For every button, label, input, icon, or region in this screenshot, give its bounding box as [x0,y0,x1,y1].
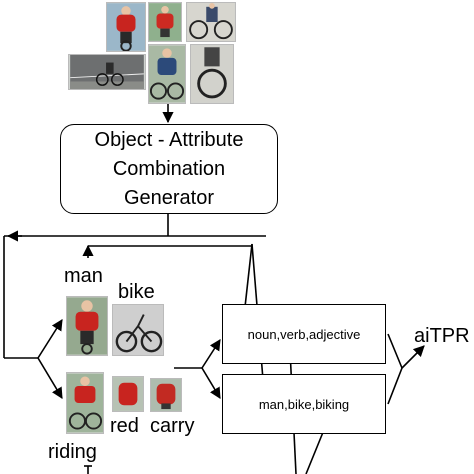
photo-bike [112,304,164,356]
generator-line-3: Generator [123,186,215,209]
line-top-box-out [387,333,403,369]
arrow-to-output [401,345,425,369]
photo-cyclist-road [68,54,146,90]
generator-line-1: Object - Attribute [94,128,244,151]
label-carry: carry [150,415,195,437]
arrow-to-top-box [201,339,221,369]
arrow-to-bottom-images [37,357,63,399]
line-bottom-box-out [387,367,403,405]
label-output: aiTPR [414,325,470,347]
photo-riding [66,372,104,434]
generator-box: Object - Attribute Combination Generator [60,124,278,214]
label-red: red [110,415,139,437]
box-man-bike-biking: man,bike,biking [222,374,386,434]
photo-red [112,376,144,412]
label-bike: bike [118,281,155,303]
box-top-label: noun,verb,adjective [247,326,361,342]
label-man: man [64,265,103,287]
arrow-to-top-images [37,319,63,359]
generator-line-2: Combination [112,157,226,180]
photo-cyclist-1 [106,2,146,52]
photo-cyclist-3 [186,2,236,42]
photo-cyclist-2 [148,2,182,42]
photo-man [66,296,108,356]
photo-cyclist-4 [148,44,186,104]
arrow-to-bottom-box [201,367,221,399]
label-riding: riding [48,441,97,463]
box-bottom-label: man,bike,biking [258,396,350,412]
photo-cyclist-5 [190,44,234,104]
box-noun-verb-adjective: noun,verb,adjective [222,304,386,364]
photo-carry [150,378,182,412]
